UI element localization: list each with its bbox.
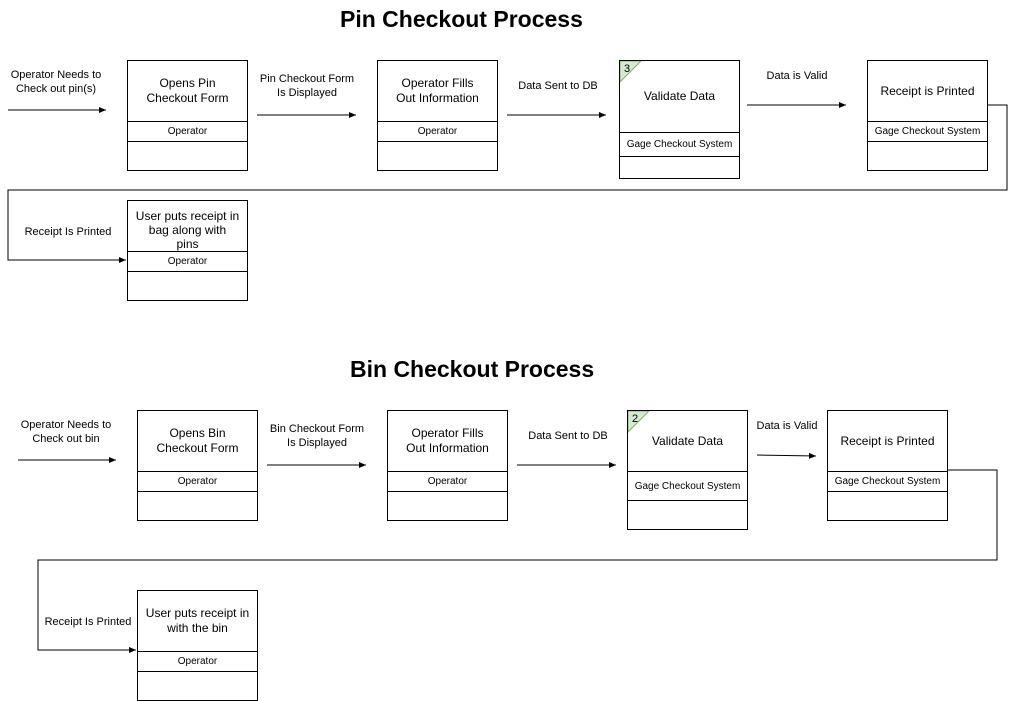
bin-step-receipt[interactable]: Receipt is Printed Gage Checkout System (827, 410, 948, 521)
bin-process-title: Bin Checkout Process (350, 356, 595, 382)
step-name: User puts receipt in with the bin (145, 606, 250, 635)
pin-step-receipt[interactable]: Receipt is Printed Gage Checkout System (867, 60, 988, 171)
step-role: Gage Checkout System (628, 471, 747, 501)
step-name: Opens Bin Checkout Form (156, 426, 239, 455)
pin-arrow-2-label: Data Sent to DB (518, 80, 598, 92)
step-name: Receipt is Printed (840, 433, 935, 448)
step-role: Gage Checkout System (828, 471, 947, 492)
step-name: Operator Fills Out Information (406, 426, 489, 455)
pin-step-fill-info[interactable]: Operator Fills Out Information Operator (377, 60, 498, 171)
pin-step-open-form[interactable]: Opens Pin Checkout Form Operator (127, 60, 248, 171)
bin-arrow-4 (37, 469, 998, 653)
step-number: 3 (624, 63, 631, 75)
bin-start-label: Operator Needs to Check out bin (20, 419, 112, 446)
bin-step-open-form[interactable]: Opens Bin Checkout Form Operator (137, 410, 258, 521)
pin-step-bag[interactable]: User puts receipt in bag along with pins… (127, 200, 248, 301)
pin-start-label: Operator Needs to Check out pin(s) (10, 69, 102, 96)
bin-step-fill-info[interactable]: Operator Fills Out Information Operator (387, 410, 508, 521)
step-role: Gage Checkout System (868, 121, 987, 142)
pin-arrow-1-label: Pin Checkout Form Is Displayed (259, 73, 355, 100)
bin-step-validate[interactable]: 2 Validate Data Gage Checkout System (627, 410, 748, 530)
step-name: Opens Pin Checkout Form (146, 76, 229, 105)
bin-arrow-3 (756, 452, 817, 459)
bin-arrow-1-label: Bin Checkout Form Is Displayed (269, 423, 365, 450)
step-role: Operator (138, 651, 257, 672)
step-name: User puts receipt in bag along with pins (135, 209, 240, 251)
bin-arrow-4-label: Receipt Is Printed (44, 616, 132, 628)
step-role: Operator (128, 251, 247, 272)
step-name: Operator Fills Out Information (396, 76, 479, 105)
bin-arrow-2-label: Data Sent to DB (528, 430, 608, 442)
bin-arrow-3-label: Data is Valid (756, 420, 818, 432)
step-role: Gage Checkout System (620, 132, 739, 157)
bin-step-receipt-bin[interactable]: User puts receipt in with the bin Operat… (137, 590, 258, 701)
pin-arrow-4-label: Receipt Is Printed (24, 226, 112, 238)
step-name: Receipt is Printed (880, 83, 975, 98)
pin-process-title: Pin Checkout Process (340, 6, 583, 32)
step-role: Operator (388, 471, 507, 492)
pin-step-validate[interactable]: 3 Validate Data Gage Checkout System (619, 60, 740, 179)
pin-arrow-4 (7, 104, 1008, 263)
step-number: 2 (632, 413, 639, 425)
step-role: Operator (378, 121, 497, 142)
step-role: Operator (128, 121, 247, 142)
step-name: Validate Data (643, 89, 716, 103)
pin-arrow-3-label: Data is Valid (766, 70, 828, 82)
step-number-badge (620, 61, 642, 83)
step-role: Operator (138, 471, 257, 492)
step-name: Validate Data (651, 433, 724, 448)
step-number-badge (628, 411, 650, 433)
